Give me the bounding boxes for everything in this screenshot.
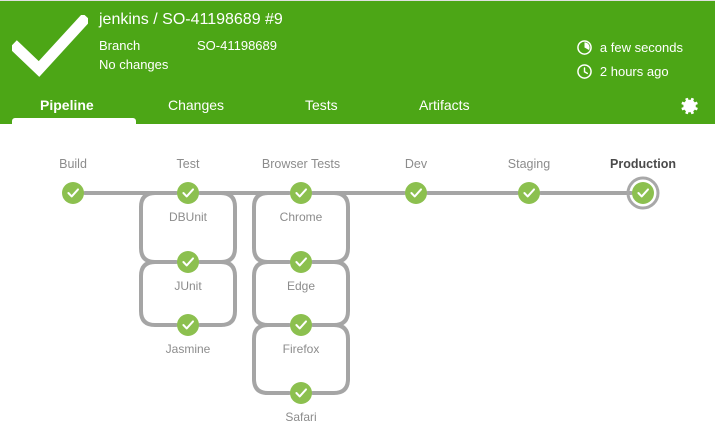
connector-branch-out — [198, 260, 237, 327]
node-success-check-icon — [295, 388, 307, 398]
branch-row: Branch SO-41198689 — [99, 36, 283, 55]
node-success-check-icon — [182, 188, 194, 198]
stage-label-production[interactable]: Production — [610, 157, 676, 171]
clock-icon — [577, 64, 592, 79]
connector-branch-out — [311, 191, 350, 264]
page-title: jenkins / SO-41198689 #9 — [99, 11, 283, 28]
pipeline-graph-svg — [62, 176, 660, 404]
node-success-check-icon — [295, 257, 307, 267]
gear-icon[interactable] — [677, 94, 701, 118]
branch-label-junit[interactable]: JUnit — [174, 279, 202, 293]
stage-label-staging[interactable]: Staging — [507, 157, 551, 171]
stage-label-browser-tests[interactable]: Browser Tests — [261, 157, 341, 171]
active-tab-indicator — [12, 118, 136, 126]
branch-node-edge[interactable] — [290, 251, 312, 273]
run-header: jenkins / SO-41198689 #9 Branch SO-411986… — [0, 1, 715, 126]
duration-clock-icon — [577, 40, 592, 55]
branch-label-chrome[interactable]: Chrome — [279, 210, 323, 224]
duration-text: a few seconds — [599, 40, 683, 55]
stage-node-dev[interactable] — [405, 182, 427, 204]
branch-node-junit[interactable] — [177, 251, 199, 273]
connector-branch-in — [252, 323, 291, 395]
branch-label-firefox[interactable]: Firefox — [282, 342, 320, 356]
node-success-check-icon — [523, 188, 535, 198]
connector-branch-out — [311, 260, 350, 327]
branch-label-jasmine[interactable]: Jasmine — [165, 342, 211, 356]
stage-node-build[interactable] — [62, 182, 84, 204]
tab-pipeline[interactable]: Pipeline — [40, 97, 94, 113]
stage-node-production[interactable] — [626, 176, 660, 210]
branch-label: Branch — [99, 38, 141, 53]
branch-label-safari[interactable]: Safari — [285, 410, 317, 424]
stage-node-browser-tests[interactable] — [290, 182, 312, 204]
connector-branch-in — [139, 191, 178, 264]
node-success-check-icon — [295, 188, 307, 198]
timestamp-text: 2 hours ago — [599, 64, 669, 79]
run-timing-block: a few seconds 2 hours ago — [577, 37, 683, 85]
branch-node-safari[interactable] — [290, 382, 312, 404]
tab-artifacts[interactable]: Artifacts — [419, 97, 470, 113]
tab-tests[interactable]: Tests — [305, 97, 338, 113]
branch-value: SO-41198689 — [197, 38, 277, 53]
node-success-check-icon — [67, 188, 79, 198]
connector-branch-out — [311, 323, 350, 395]
connector-branch-in — [252, 260, 291, 327]
node-success-check-icon — [637, 188, 649, 198]
branch-label-dbunit[interactable]: DBUnit — [168, 210, 208, 224]
duration-row: a few seconds — [577, 37, 683, 58]
branch-node-firefox[interactable] — [290, 314, 312, 336]
tab-bar: Pipeline Changes Tests Artifacts — [0, 89, 715, 124]
branch-node-jasmine[interactable] — [177, 314, 199, 336]
node-success-check-icon — [410, 188, 422, 198]
tab-changes[interactable]: Changes — [168, 97, 225, 113]
timestamp-row: 2 hours ago — [577, 61, 683, 82]
changes-summary: No changes — [99, 57, 169, 72]
branch-label-edge[interactable]: Edge — [286, 279, 316, 293]
node-success-check-icon — [182, 320, 194, 330]
stage-label-test[interactable]: Test — [176, 157, 200, 171]
connector-branch-in — [139, 260, 178, 327]
node-success-check-icon — [295, 320, 307, 330]
stage-label-build[interactable]: Build — [59, 157, 87, 171]
run-title-block: jenkins / SO-41198689 #9 Branch SO-411986… — [99, 9, 283, 74]
stage-label-dev[interactable]: Dev — [404, 157, 428, 171]
stage-node-test[interactable] — [177, 182, 199, 204]
connector-branch-out — [198, 191, 237, 264]
connector-branch-in — [252, 191, 291, 264]
stage-node-staging[interactable] — [518, 182, 540, 204]
node-success-check-icon — [182, 257, 194, 267]
checkmark-icon — [12, 15, 88, 77]
